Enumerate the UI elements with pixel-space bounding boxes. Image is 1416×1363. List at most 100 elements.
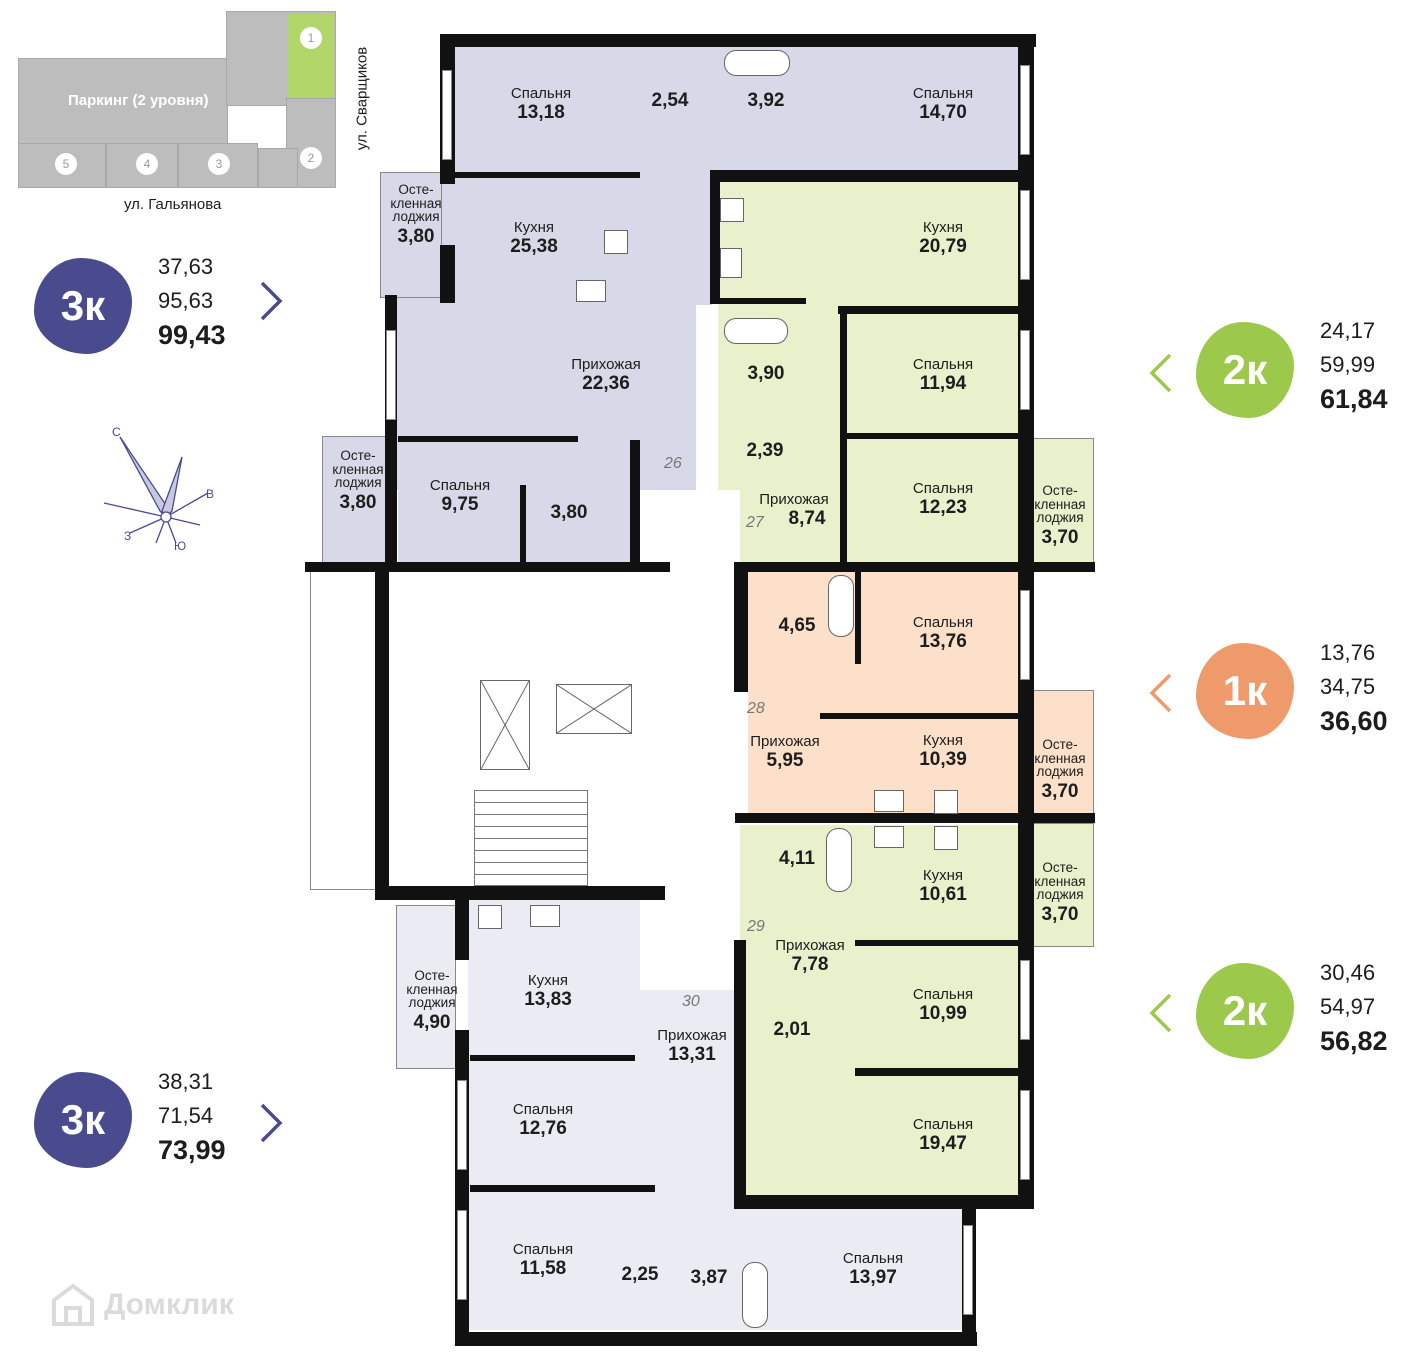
room-name: Осте- кленная лоджия (390, 182, 442, 224)
apartment-30-area[interactable] (738, 1205, 964, 1330)
wall (305, 562, 670, 572)
window (386, 330, 396, 420)
loggia-370c[interactable] (1030, 823, 1094, 947)
wall (734, 1195, 1034, 1209)
section-1-marker: 1 (300, 27, 322, 49)
room-kitchen: Кухня 10,61 (919, 867, 967, 905)
apartment-28-area[interactable] (748, 572, 1020, 815)
room-area: 9,75 (441, 493, 479, 515)
room-area: 8,74 (788, 507, 826, 529)
site-block-3b (258, 148, 298, 188)
room-bath-area: 4,11 (779, 848, 815, 869)
room-area: 3,70 (1041, 780, 1079, 802)
loggia-380a[interactable] (380, 172, 442, 298)
room-area: 11,94 (919, 372, 967, 394)
chevron-left-icon[interactable] (1148, 988, 1174, 1044)
bathtub-icon (724, 318, 788, 344)
apartment-number: 29 (747, 918, 765, 935)
stove-icon (934, 826, 958, 850)
parking-label: Паркинг (2 уровня) (68, 92, 209, 109)
wall (455, 1332, 977, 1346)
compass-n: С (112, 425, 121, 439)
room-area: 3,70 (1041, 903, 1079, 925)
room-name: Кухня (922, 219, 964, 236)
room-bedroom: Спальня 10,99 (913, 986, 973, 1024)
apartment-26-area[interactable] (398, 440, 638, 565)
loggia-490[interactable] (396, 905, 456, 1069)
bathtub-icon (828, 575, 854, 637)
chevron-left-icon[interactable] (1148, 348, 1174, 404)
room-name: Осте- кленная лоджия (406, 968, 458, 1010)
room-bedroom: Спальня 11,94 (912, 356, 974, 394)
apartment-badge-2k-top[interactable]: 2к (1196, 322, 1294, 418)
room-area: 13,76 (919, 630, 967, 652)
wall (838, 306, 1020, 314)
loggia-370a[interactable] (1030, 438, 1094, 564)
room-bedroom: Спальня 12,23 (912, 480, 974, 518)
room-name: Кухня (527, 972, 569, 989)
room-name: Спальня (512, 1101, 574, 1118)
compass-rose-icon (103, 436, 209, 544)
wall (440, 245, 455, 303)
wall (1018, 34, 1034, 574)
apartment-27-area[interactable] (718, 180, 1020, 565)
room-name: Спальня (912, 356, 974, 373)
watermark: Домклик (48, 1280, 234, 1330)
compass: С В Ю З (100, 425, 220, 555)
chevron-right-icon[interactable] (258, 276, 284, 332)
room-name: Спальня (512, 1241, 574, 1258)
room-loggia: Осте- кленная лоджия 3,70 (1034, 861, 1085, 924)
room-name: Осте- кленная лоджия (1034, 737, 1086, 779)
section-5-marker: 5 (55, 153, 77, 175)
room-name: Кухня (922, 867, 964, 884)
room-name: Спальня (912, 85, 974, 102)
section-4-marker: 4 (136, 153, 158, 175)
room-area: 10,39 (919, 748, 967, 770)
room-hallway: Прихожая 22,36 (571, 356, 641, 394)
room-bedroom: Спальня 11,58 (512, 1241, 574, 1279)
apartment-badge-3k-bottom[interactable]: 3к (34, 1072, 132, 1168)
staircase (474, 790, 588, 886)
sink-icon (874, 790, 904, 812)
apartment-number: 27 (746, 514, 764, 531)
apartment-number: 30 (682, 993, 700, 1010)
apartment-badge-3k-top[interactable]: 3к (34, 258, 132, 354)
sink-icon (874, 826, 904, 848)
room-name: Спальня (912, 480, 974, 497)
wall (470, 1055, 635, 1061)
window (1020, 1090, 1030, 1180)
room-hallway: Прихожая 13,31 (657, 1027, 727, 1065)
apartment-badge-2k-bottom[interactable]: 2к (1196, 963, 1294, 1059)
room-wc-area: 2,25 (621, 1264, 659, 1285)
room-area: 13,83 (524, 988, 572, 1010)
room-loggia: Осте- кленная лоджия 4,90 (406, 969, 457, 1032)
chevron-left-icon[interactable] (1148, 668, 1174, 724)
wall (630, 440, 640, 565)
chevron-right-icon[interactable] (258, 1098, 284, 1154)
room-kitchen: Кухня 10,39 (919, 732, 967, 770)
apartment-stats-3k-bottom: 38,31 71,54 73,99 (158, 1065, 226, 1167)
net-area: 71,54 (158, 1103, 214, 1128)
wall (734, 940, 746, 1202)
room-area: 4,90 (413, 1011, 451, 1033)
wall (820, 713, 1020, 719)
window (1020, 65, 1030, 155)
room-area: 10,61 (919, 883, 967, 905)
site-block-parking (18, 58, 228, 148)
room-name: Кухня (513, 219, 555, 236)
sink-icon (530, 905, 560, 927)
loggia-370b[interactable] (1030, 690, 1094, 814)
living-area: 30,46 (1320, 960, 1376, 985)
wall (855, 1068, 1020, 1076)
corridor (640, 490, 740, 990)
room-wc-area: 2,39 (746, 440, 784, 461)
wall (375, 565, 389, 895)
apartment-badge-1k[interactable]: 1к (1196, 643, 1294, 739)
room-bedroom: Спальня 12,76 (512, 1101, 574, 1139)
net-area: 34,75 (1320, 674, 1376, 699)
room-area: 25,38 (510, 235, 558, 257)
apartment-stats-2k-top: 24,17 59,99 61,84 (1320, 314, 1388, 416)
living-area: 13,76 (1320, 640, 1376, 665)
apartment-29-area[interactable] (740, 825, 1020, 1200)
